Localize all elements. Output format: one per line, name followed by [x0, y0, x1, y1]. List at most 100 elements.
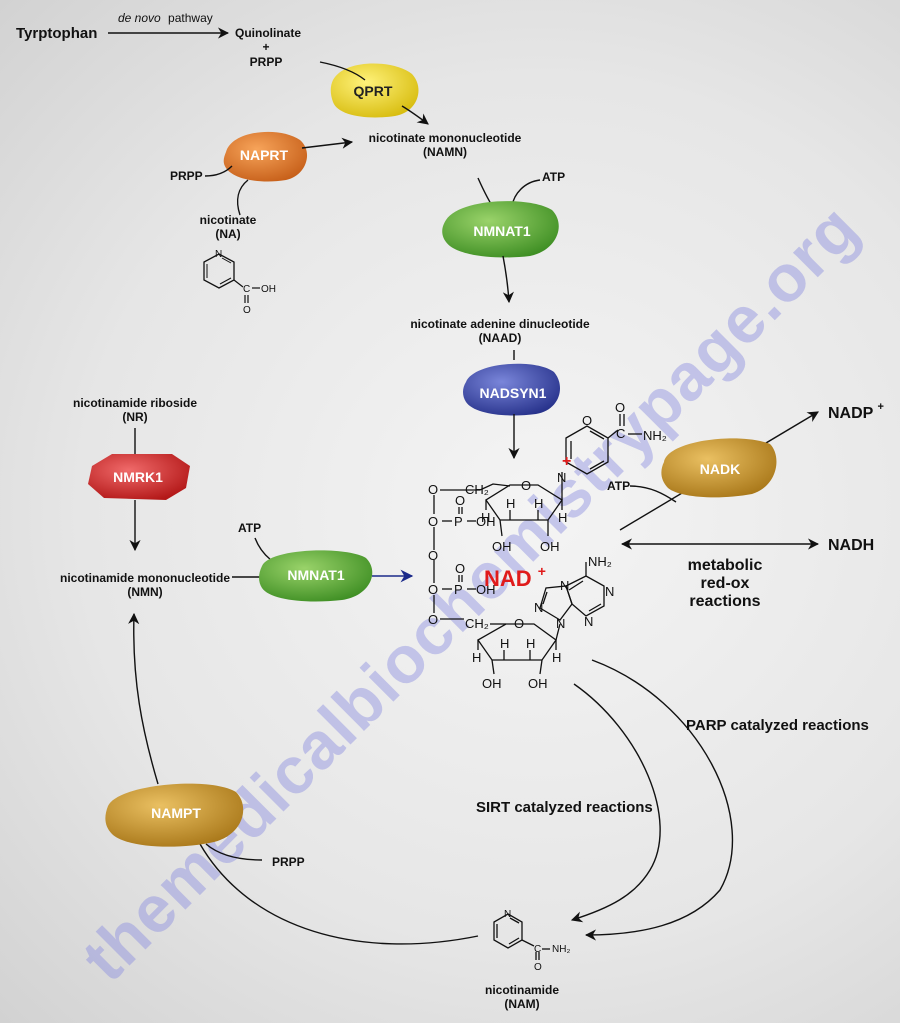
- sirt-label: SIRT catalyzed reactions: [476, 799, 653, 816]
- nad-o-3: O: [428, 582, 438, 597]
- nampt-to-nmn-arrow: [128, 612, 159, 785]
- nad-nicotinamide-label-o: O: [582, 413, 592, 428]
- nad-p-upper-oh: OH: [476, 514, 496, 529]
- atp-nadk-label: ATP: [607, 479, 630, 493]
- nad-adenine-n-d: N: [584, 614, 593, 629]
- nr-abbr: (NR): [122, 410, 147, 424]
- nad-adenine-n-a: N: [534, 600, 543, 615]
- na-name: nicotinate: [200, 213, 257, 227]
- nad-h2: H: [506, 496, 515, 511]
- nad-label-main: NAD: [484, 566, 532, 591]
- nmnat1-left-enzyme: [259, 550, 373, 602]
- nad-pyridinium-n: N: [557, 470, 566, 485]
- nad-h4: H: [558, 510, 567, 525]
- nad-label: NAD +: [484, 563, 546, 591]
- nmnat1-left-label: NMNAT1: [287, 567, 345, 583]
- nad-label-sup: +: [538, 563, 546, 579]
- nadp-label: NADP +: [828, 401, 884, 422]
- nad-amide-o: O: [615, 400, 625, 415]
- nicotinamide-structure: [493, 913, 550, 960]
- nad-adenine-nh2: NH₂: [588, 554, 612, 569]
- nad-p-lower: P: [454, 582, 463, 597]
- nampt-enzyme: [105, 783, 244, 847]
- atp-nadk-line: [629, 485, 677, 503]
- qprt-arrow: [401, 105, 429, 125]
- quinolinate-plus: +: [262, 40, 269, 54]
- na-c-atom: C: [243, 284, 250, 295]
- nad-oh-lower-2: OH: [528, 676, 548, 691]
- na-n-atom: N: [215, 249, 222, 260]
- nam-abbr: (NAM): [504, 997, 539, 1011]
- nam-n-atom: N: [504, 909, 511, 920]
- nam-name: nicotinamide: [485, 983, 559, 997]
- nad-amide-nh2: NH₂: [643, 428, 667, 443]
- nad-amide-c: C: [616, 426, 625, 441]
- nad-h3: H: [534, 496, 543, 511]
- nadp-label-main: NADP: [828, 405, 874, 422]
- atp-top-label: ATP: [542, 170, 565, 184]
- nad-p-lower-o: O: [455, 561, 465, 576]
- namn-abbr: (NAMN): [423, 145, 467, 159]
- nad-ch2-lower: CH₂: [465, 616, 489, 631]
- nam-o-atom: O: [534, 962, 542, 973]
- atp-left-label: ATP: [238, 521, 261, 535]
- nad-o-2: O: [428, 514, 438, 529]
- parp-label: PARP catalyzed reactions: [686, 717, 869, 734]
- nadk-enzyme: [661, 438, 777, 498]
- nad-o-1: O: [428, 482, 438, 497]
- nad-o-bridge: O: [428, 548, 438, 563]
- de-novo-italic: de novo: [118, 11, 161, 25]
- nmnat1-top-arrow: [502, 255, 514, 304]
- naprt-label: NAPRT: [240, 147, 289, 163]
- prpp-top-label: PRPP: [250, 55, 283, 69]
- nad-h6: H: [500, 636, 509, 651]
- nad-h8: H: [552, 650, 561, 665]
- nad-h7: H: [526, 636, 535, 651]
- nadsyn1-enzyme: [463, 363, 560, 416]
- naprt-arrow: [301, 137, 354, 149]
- parp-arrow: [584, 659, 734, 941]
- nad-structure: [433, 414, 642, 675]
- nad-p-upper-o: O: [455, 493, 465, 508]
- nad-p-lower-oh: OH: [476, 582, 496, 597]
- metabolic-line-1: metabolic: [688, 557, 763, 574]
- naad-abbr: (NAAD): [479, 331, 522, 345]
- nadp-label-sup: +: [878, 401, 884, 413]
- nad-adenine-n-c: N: [605, 584, 614, 599]
- de-novo-label: de novo pathway: [118, 11, 213, 25]
- nicotinate-structure: N C OH O: [203, 249, 276, 316]
- prpp-nampt-line: [205, 843, 263, 861]
- pathway-word: pathway: [168, 11, 213, 25]
- nad-ch2-upper: CH₂: [465, 482, 489, 497]
- metabolic-line-3: reactions: [689, 593, 760, 610]
- tryptophan-label: Tyrptophan: [16, 25, 97, 42]
- nad-oh-upper-1: OH: [492, 539, 512, 554]
- nad-h1: H: [481, 510, 490, 525]
- nmrk1-enzyme: [88, 454, 190, 500]
- nad-p-upper: P: [454, 514, 463, 529]
- prpp-naprt-label: PRPP: [170, 169, 203, 183]
- nad-adenine-n9: N: [556, 616, 565, 631]
- prpp-naprt-line: [204, 165, 233, 177]
- nad-oh-upper-2: OH: [540, 539, 560, 554]
- nmnat1-top-enzyme: [442, 201, 559, 258]
- nadh-label: NADH: [828, 537, 874, 554]
- nam-c-atom: C: [534, 944, 541, 955]
- na-oh: OH: [261, 284, 276, 295]
- na-o-atom: O: [243, 305, 251, 316]
- nam-nh2: NH₂: [552, 944, 570, 955]
- nmn-name: nicotinamide mononucleotide: [60, 571, 230, 585]
- na-input-line: [236, 179, 249, 216]
- naprt-enzyme: [223, 131, 308, 182]
- prpp-nampt-label: PRPP: [272, 855, 305, 869]
- nad-ribose2-o: O: [514, 616, 524, 631]
- nmnat1-top-label: NMNAT1: [473, 223, 531, 239]
- naad-name: nicotinate adenine dinucleotide: [410, 317, 590, 331]
- nad-o-4: O: [428, 612, 438, 627]
- nad-adenine-n-b: N: [560, 578, 569, 593]
- nad-h5: H: [472, 650, 481, 665]
- nampt-label: NAMPT: [151, 805, 201, 821]
- nmrk1-label: NMRK1: [113, 469, 163, 485]
